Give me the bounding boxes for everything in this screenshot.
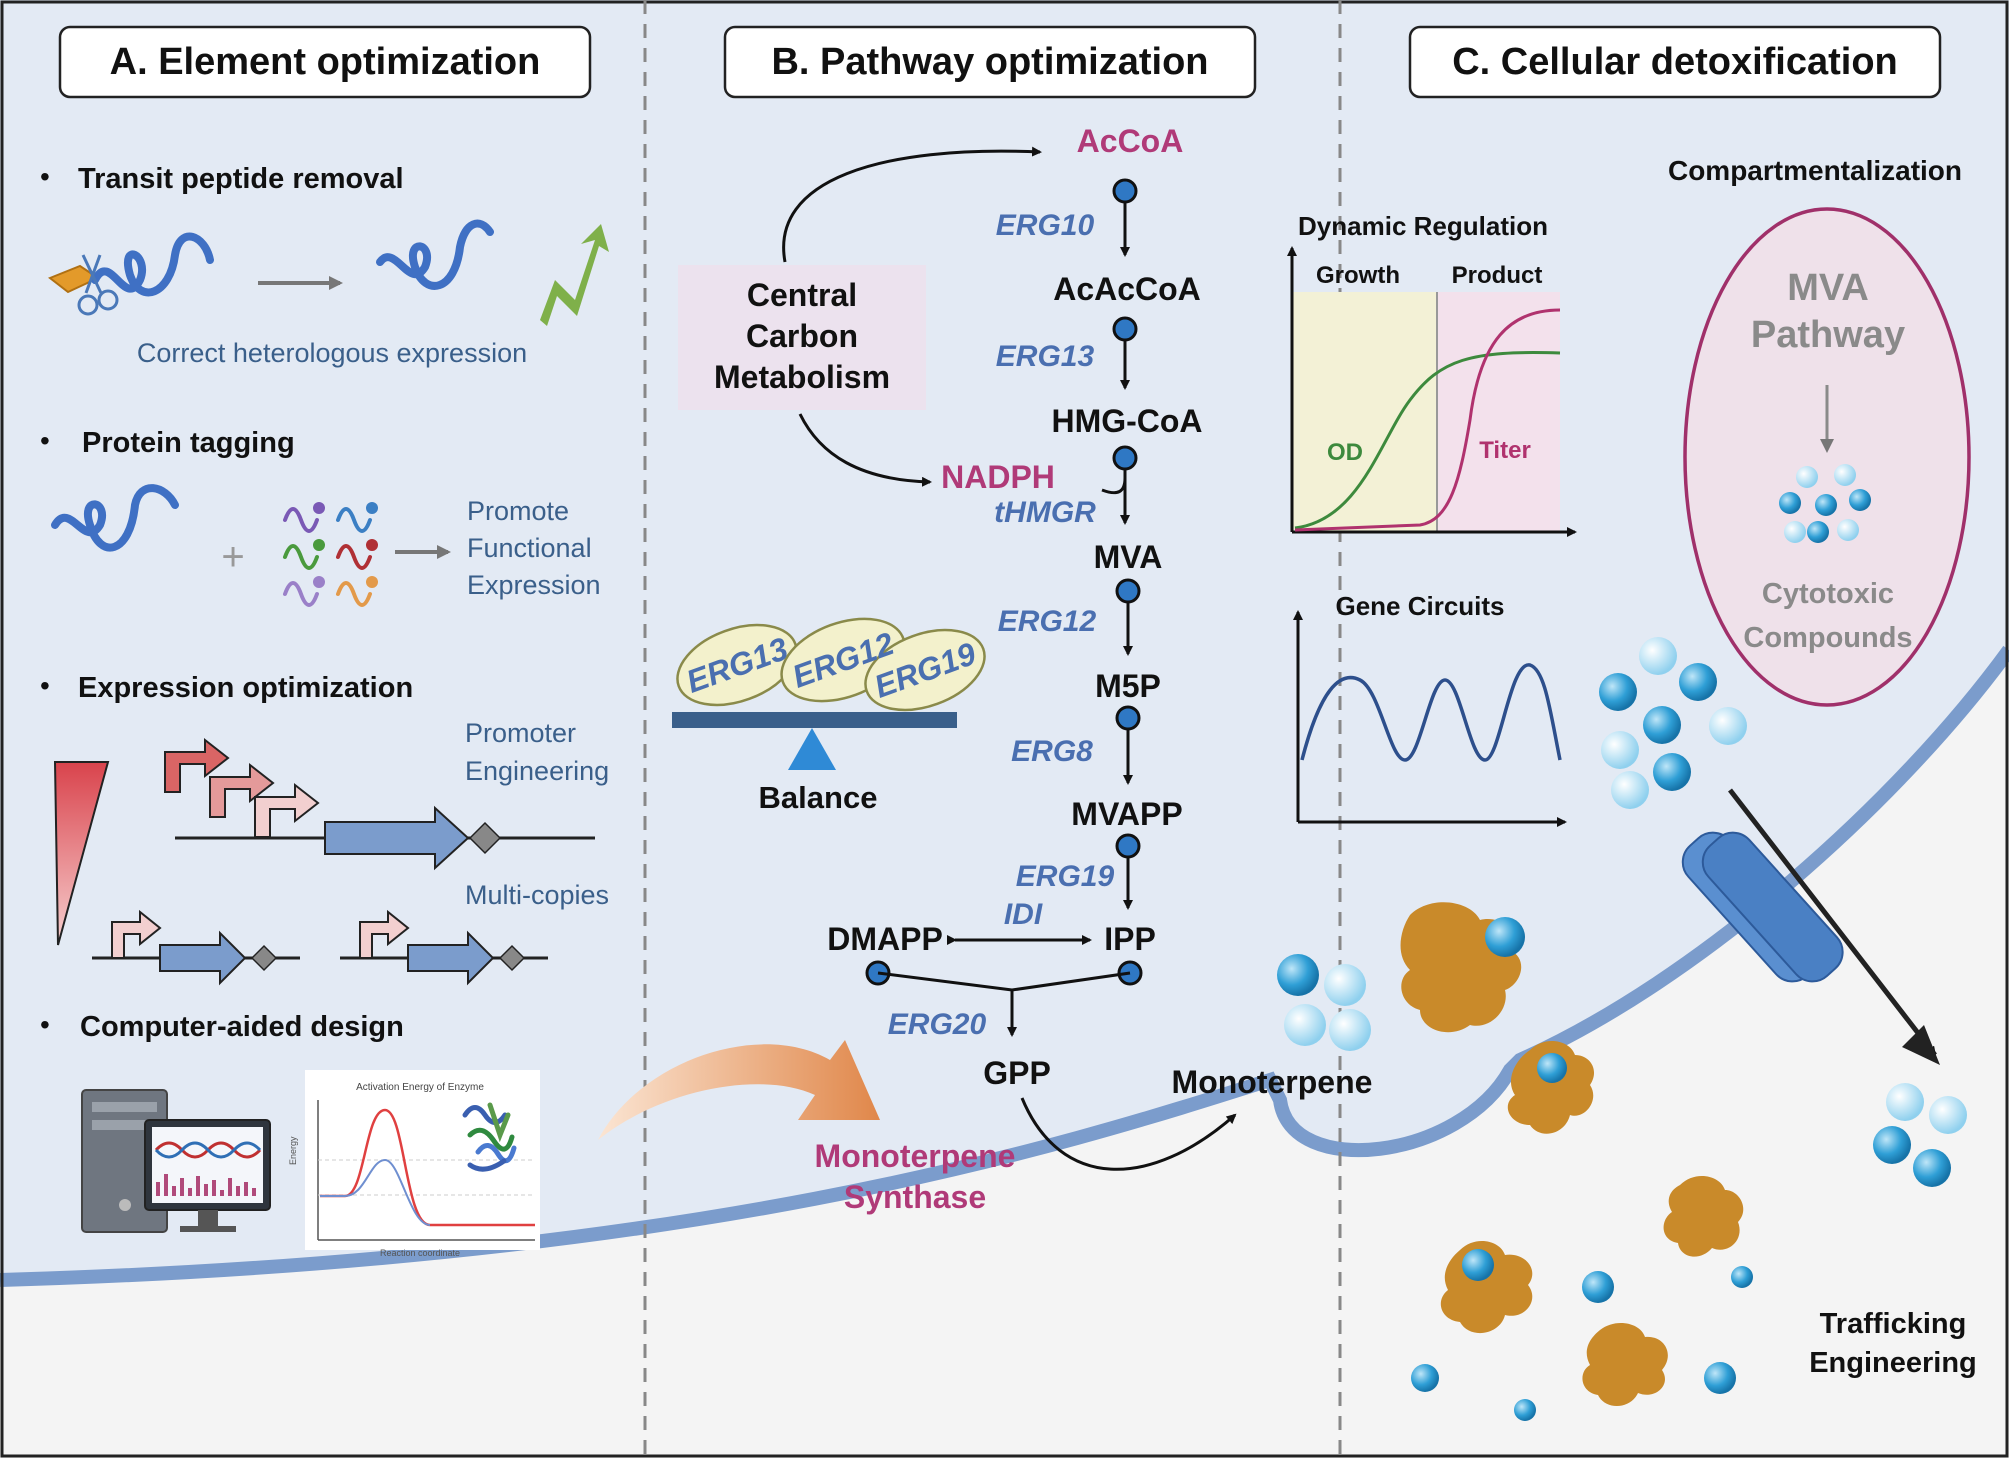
compartment-pathway-line-1: MVA: [1787, 267, 1869, 309]
energy-plot-title: Activation Energy of Enzyme: [356, 1082, 484, 1093]
trafficking-line-1: Trafficking: [1820, 1308, 1967, 1340]
enzyme-thmgr: tHMGR: [994, 496, 1096, 529]
metabolite-mvapp: MVAPP: [1071, 796, 1182, 832]
phase-product: Product: [1452, 262, 1543, 289]
pathway-steps: [865, 178, 1237, 1171]
binding-proteins: [1400, 902, 1744, 1407]
exported-compounds: [1873, 1083, 1967, 1187]
phase-growth: Growth: [1316, 262, 1400, 289]
promoter-arrows: [164, 737, 320, 838]
peptide-coil-right: [376, 219, 494, 290]
metabolite-dmapp: DMAPP: [827, 921, 943, 957]
copy-cassette-1: [92, 909, 300, 986]
enzyme-erg19: ERG19: [1016, 860, 1115, 893]
panel-a-header: A. Element optimization: [58, 25, 592, 99]
cofactor-nadph: NADPH: [941, 459, 1055, 495]
synthase-line-2: Synthase: [844, 1179, 986, 1215]
panel-b-title: B. Pathway optimization: [771, 41, 1208, 83]
plus-icon: +: [221, 535, 244, 579]
panel-a-title: A. Element optimization: [110, 41, 541, 83]
bullet-icon: •: [40, 161, 50, 192]
tagging-result-line-3: Expression: [467, 570, 601, 600]
tag-variants: [283, 502, 378, 607]
promoter-label-line-1: Promoter: [465, 718, 576, 748]
metabolite-accoa: AcCoA: [1077, 123, 1184, 159]
tagging-result-line-2: Functional: [467, 533, 592, 563]
transit-caption: Correct heterologous expression: [137, 338, 527, 368]
gene-circuits-plot: [1293, 610, 1567, 827]
free-compounds: [1277, 954, 1753, 1421]
curve-od-label: OD: [1327, 439, 1363, 466]
transit-heading: Transit peptide removal: [78, 163, 404, 195]
metabolite-ipp: IPP: [1104, 921, 1156, 957]
growth-arrow-icon: [540, 224, 609, 326]
metabolite-mva: MVA: [1094, 539, 1163, 575]
computer-icon: [81, 1089, 271, 1233]
dynamic-regulation-title: Dynamic Regulation: [1298, 211, 1548, 241]
copies-label: Multi-copies: [465, 880, 609, 910]
product-monoterpene: Monoterpene: [1172, 1064, 1373, 1100]
enzyme-idi: IDI: [1004, 898, 1043, 931]
export-arrowhead: [1902, 1025, 1940, 1065]
bullet-icon: •: [40, 670, 50, 701]
computer-heading: Computer-aided design: [80, 1011, 404, 1043]
organelle-compartment: [1683, 207, 1971, 707]
strength-gradient-wedge: [53, 761, 110, 946]
compartment-pathway-line-2: Pathway: [1751, 314, 1905, 356]
promoter-label-line-2: Engineering: [465, 756, 609, 786]
bullet-icon: •: [40, 1009, 50, 1040]
tagging-result-line-1: Promote: [467, 496, 569, 526]
intracellular-compounds: [1599, 637, 1747, 809]
design-to-synthase-arrow: [598, 1040, 880, 1140]
enzyme-erg12: ERG12: [998, 605, 1097, 638]
terminator-icon: [468, 821, 502, 855]
panel-b-header: B. Pathway optimization: [723, 25, 1257, 99]
cytotoxic-line-2: Compounds: [1743, 622, 1912, 654]
gene-arrow-main: [324, 805, 470, 871]
trafficking-line-2: Engineering: [1809, 1347, 1977, 1379]
central-carbon-line-2: Carbon: [746, 318, 858, 354]
copy-cassette-2: [340, 909, 548, 986]
panel-c-header: C. Cellular detoxification: [1408, 25, 1942, 99]
metabolite-acaccoa: AcAcCoA: [1053, 271, 1201, 307]
arrow-to-accoa: [782, 146, 1042, 263]
tagging-heading: Protein tagging: [82, 427, 295, 459]
compartment-compounds: [1779, 464, 1871, 543]
central-carbon-box: [678, 265, 926, 410]
dynamic-regulation-plot: [1287, 246, 1577, 537]
central-carbon-line-1: Central: [747, 277, 857, 313]
export-arrow: [1728, 788, 1937, 1057]
panel-c-title: C. Cellular detoxification: [1452, 41, 1898, 83]
energy-plot-xlabel: Reaction coordinate: [380, 1248, 460, 1258]
metabolite-hmgcoa: HMG-CoA: [1051, 403, 1202, 439]
enzyme-erg20: ERG20: [888, 1008, 987, 1041]
bullet-icon: •: [40, 425, 50, 456]
membrane-transporter: [1681, 831, 1844, 983]
peptide-coil-left: [48, 232, 214, 316]
arrow-to-nadph: [798, 413, 932, 487]
gene-circuits-title: Gene Circuits: [1335, 591, 1504, 621]
energy-plot-ylabel: Energy: [288, 1136, 298, 1165]
protein-coil: [51, 484, 179, 552]
compartmentalization-title: Compartmentalization: [1668, 155, 1962, 186]
enzyme-erg10: ERG10: [996, 209, 1095, 242]
enzyme-erg8: ERG8: [1011, 735, 1093, 768]
metabolite-m5p: M5P: [1095, 668, 1161, 704]
energy-plot: Activation Energy of Enzyme Energy React…: [288, 1070, 540, 1258]
metabolite-gpp: GPP: [983, 1055, 1051, 1091]
balance-label: Balance: [759, 780, 878, 815]
curve-titer-label: Titer: [1479, 437, 1531, 464]
cytotoxic-line-1: Cytotoxic: [1762, 578, 1894, 610]
expression-heading: Expression optimization: [78, 672, 413, 704]
synthase-line-1: Monoterpene: [815, 1138, 1016, 1174]
enzyme-erg13: ERG13: [996, 340, 1095, 373]
central-carbon-line-3: Metabolism: [714, 359, 890, 395]
